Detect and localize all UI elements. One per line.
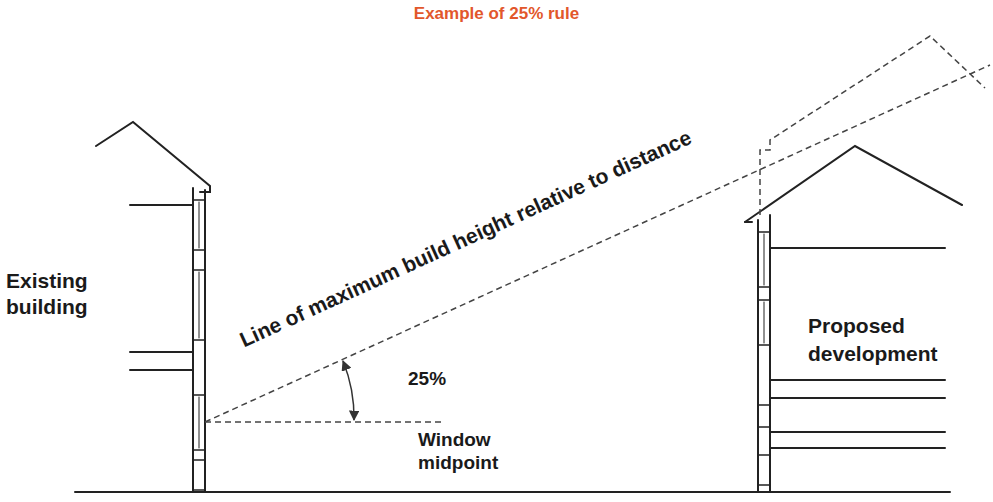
existing-building-label: Existing building — [6, 268, 136, 320]
window-midpoint-label: Window midpoint — [418, 428, 528, 474]
diagram-title: Example of 25% rule — [0, 4, 993, 24]
angle-label: 25% — [408, 368, 446, 390]
proposed-development-label: Proposed development — [808, 312, 988, 368]
max-height-line-label: Line of maximum build height relative to… — [236, 125, 695, 352]
